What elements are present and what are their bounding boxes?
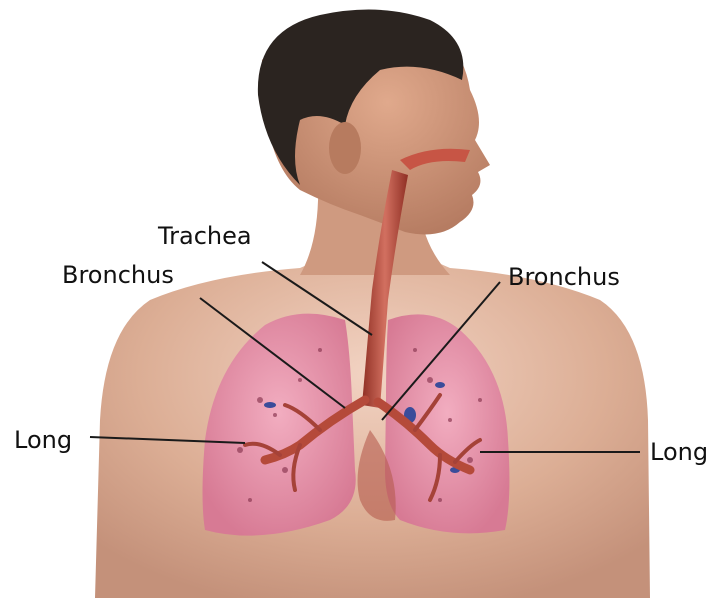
ear [329,122,361,174]
label-bronchus-right: Bronchus [508,265,620,289]
label-lung-left: Long [14,428,72,452]
label-lung-right: Long [650,440,708,464]
label-bronchus-left: Bronchus [62,263,174,287]
label-trachea: Trachea [158,224,252,248]
